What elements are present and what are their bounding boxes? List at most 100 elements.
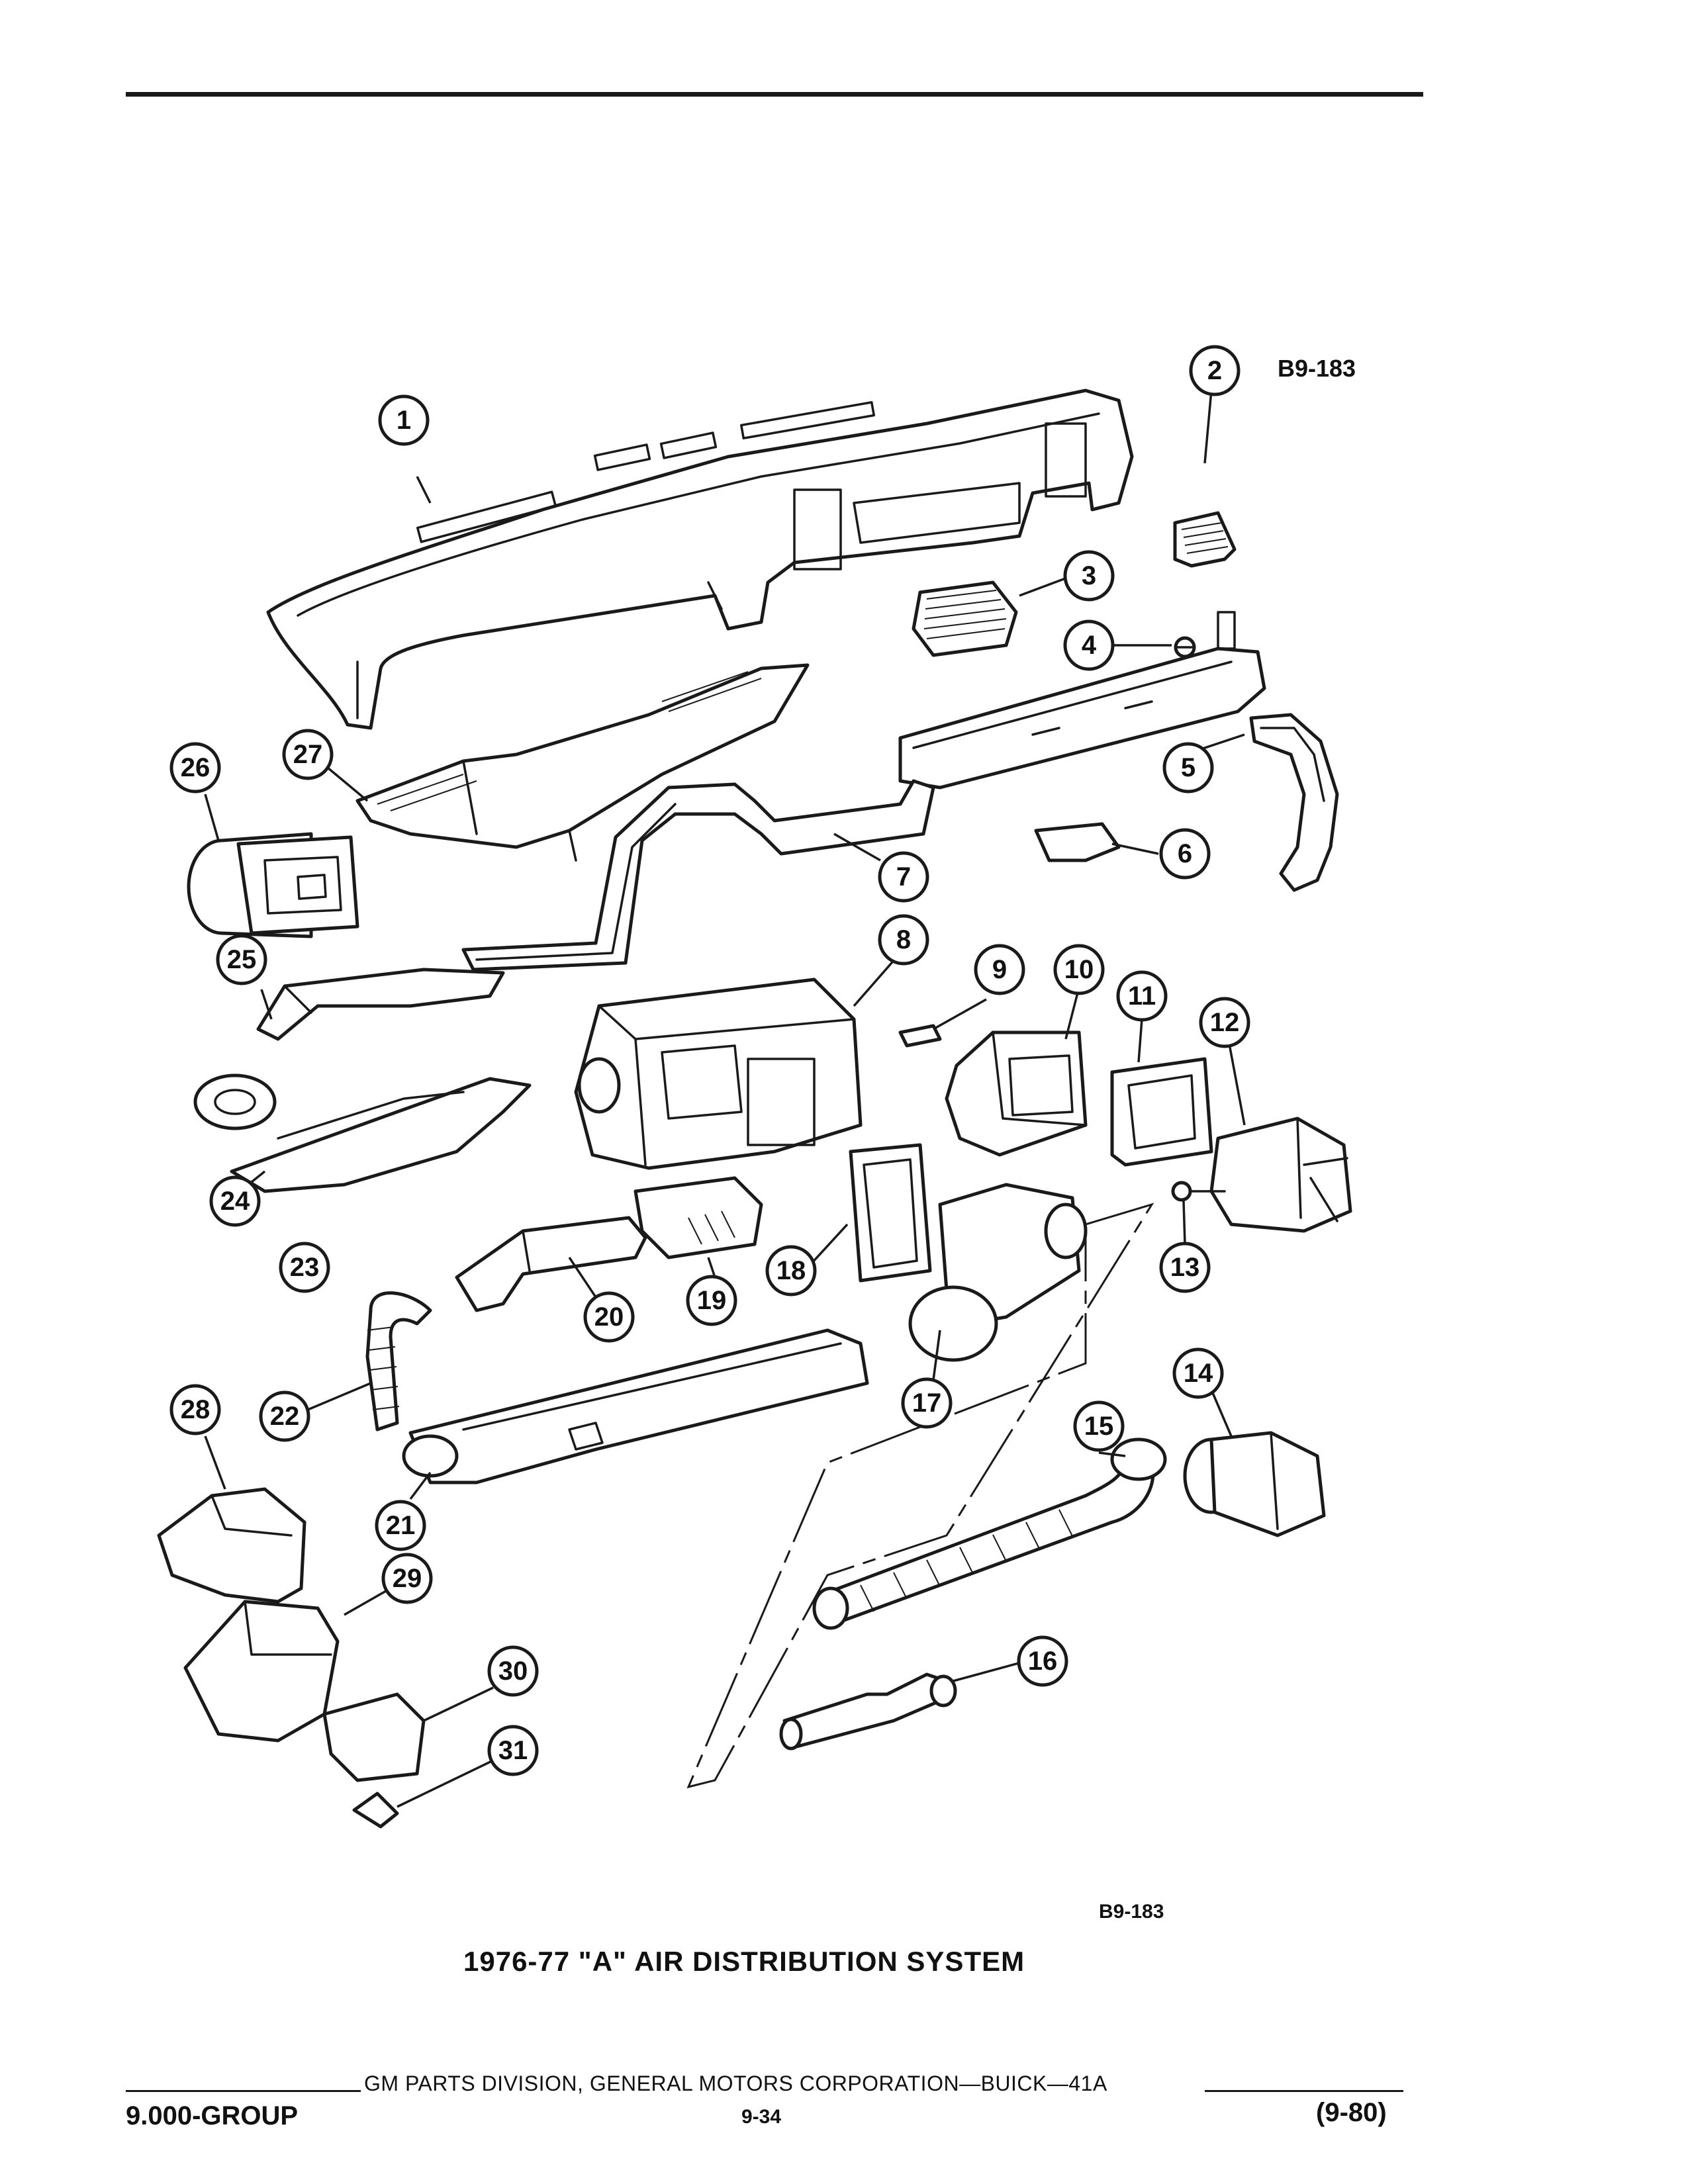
svg-text:2: 2 bbox=[1207, 356, 1222, 385]
callout-10: 10 bbox=[1053, 944, 1105, 995]
part-10-adapter bbox=[945, 1030, 1088, 1157]
callout-22: 22 bbox=[259, 1390, 310, 1442]
callout-13: 13 bbox=[1159, 1242, 1211, 1293]
callout-26: 26 bbox=[169, 742, 221, 794]
part-6-outlet-clip bbox=[1034, 822, 1121, 862]
footer-group: 9.000-GROUP bbox=[126, 2101, 299, 2130]
svg-text:31: 31 bbox=[498, 1736, 528, 1765]
callout-28: 28 bbox=[169, 1384, 221, 1435]
callout-24: 24 bbox=[209, 1175, 261, 1227]
leader-lines bbox=[204, 390, 1246, 1808]
callout-25: 25 bbox=[216, 934, 267, 985]
part-25-bracket bbox=[256, 968, 505, 1041]
svg-text:14: 14 bbox=[1184, 1359, 1213, 1388]
callout-29: 29 bbox=[381, 1553, 433, 1604]
callout-5: 5 bbox=[1162, 742, 1214, 794]
callout-30: 30 bbox=[487, 1645, 539, 1697]
svg-text:4: 4 bbox=[1082, 631, 1097, 660]
part-19-outlet bbox=[633, 1176, 763, 1259]
callout-17: 17 bbox=[901, 1377, 953, 1429]
part-5-side-duct bbox=[1249, 713, 1339, 892]
callout-2: 2 bbox=[1189, 345, 1241, 396]
callout-8: 8 bbox=[878, 914, 929, 966]
svg-text:10: 10 bbox=[1064, 955, 1094, 984]
footer-publisher-line: GM PARTS DIVISION, GENERAL MOTORS CORPOR… bbox=[364, 2071, 1107, 2095]
callout-3: 3 bbox=[1063, 550, 1115, 602]
part-11-seal bbox=[1110, 1057, 1213, 1167]
footer-rule-right bbox=[1205, 2090, 1403, 2092]
callout-16: 16 bbox=[1017, 1635, 1068, 1687]
part-22-flex-hose bbox=[365, 1291, 432, 1432]
callout-18: 18 bbox=[765, 1245, 817, 1297]
svg-text:22: 22 bbox=[270, 1402, 300, 1431]
part-1-instrument-panel-pad bbox=[266, 388, 1134, 730]
figure-reference-top: B9-183 bbox=[1278, 355, 1356, 382]
callout-21: 21 bbox=[375, 1500, 426, 1551]
svg-text:16: 16 bbox=[1028, 1647, 1058, 1676]
svg-text:3: 3 bbox=[1082, 561, 1096, 590]
part-9-temperature-valve bbox=[898, 1024, 942, 1048]
svg-text:28: 28 bbox=[181, 1395, 211, 1424]
callout-19: 19 bbox=[686, 1275, 737, 1326]
svg-text:30: 30 bbox=[498, 1657, 528, 1686]
footer-rule-left bbox=[126, 2090, 361, 2092]
svg-text:20: 20 bbox=[594, 1302, 624, 1332]
part-26-blower-motor bbox=[187, 832, 359, 938]
svg-text:25: 25 bbox=[227, 945, 257, 974]
part-20-outlet-duct bbox=[455, 1216, 647, 1312]
callout-20: 20 bbox=[583, 1291, 635, 1343]
part-13-screw bbox=[1171, 1181, 1226, 1202]
svg-text:27: 27 bbox=[293, 740, 323, 769]
part-29-outlet-housing bbox=[183, 1600, 340, 1743]
part-16-hose bbox=[779, 1672, 957, 1751]
part-27-defroster-duct bbox=[355, 663, 810, 862]
callout-1: 1 bbox=[378, 394, 430, 446]
callout-4: 4 bbox=[1063, 619, 1115, 671]
part-4-screw bbox=[1174, 636, 1196, 659]
callout-7: 7 bbox=[878, 851, 929, 903]
callout-6: 6 bbox=[1159, 828, 1211, 880]
part-15-flex-hose bbox=[812, 1437, 1167, 1630]
svg-text:11: 11 bbox=[1128, 981, 1156, 1011]
svg-text:1: 1 bbox=[397, 406, 411, 435]
part-31-clip bbox=[352, 1792, 399, 1829]
part-30-outlet bbox=[322, 1692, 426, 1782]
part-14-outlet-assembly bbox=[1183, 1431, 1326, 1537]
part-12-air-inlet-case bbox=[1209, 1116, 1352, 1233]
svg-text:19: 19 bbox=[697, 1286, 727, 1315]
callout-31: 31 bbox=[487, 1725, 539, 1776]
svg-text:13: 13 bbox=[1170, 1253, 1200, 1282]
footer-page-number: 9-34 bbox=[741, 2106, 782, 2128]
svg-text:24: 24 bbox=[220, 1187, 250, 1216]
callout-11: 11 bbox=[1116, 970, 1168, 1022]
figure-caption: 1976-77 "A" AIR DISTRIBUTION SYSTEM bbox=[463, 1946, 1025, 1977]
callout-14: 14 bbox=[1172, 1347, 1224, 1399]
callout-9: 9 bbox=[974, 944, 1025, 995]
svg-text:29: 29 bbox=[393, 1564, 422, 1593]
callout-27: 27 bbox=[282, 729, 334, 780]
part-7-lower-frame bbox=[461, 779, 935, 972]
part-24-seal bbox=[193, 1073, 277, 1130]
svg-text:15: 15 bbox=[1084, 1412, 1114, 1441]
svg-text:23: 23 bbox=[290, 1253, 320, 1282]
svg-text:6: 6 bbox=[1178, 839, 1192, 868]
svg-text:21: 21 bbox=[386, 1511, 416, 1540]
part-8-heater-core-case bbox=[574, 978, 863, 1170]
callout-15: 15 bbox=[1073, 1400, 1125, 1452]
svg-text:8: 8 bbox=[896, 925, 911, 954]
figure-reference-bottom: B9-183 bbox=[1099, 1901, 1164, 1923]
part-3-center-outlet bbox=[912, 580, 1018, 657]
part-18-gasket bbox=[849, 1143, 932, 1283]
svg-text:12: 12 bbox=[1210, 1008, 1240, 1037]
svg-text:18: 18 bbox=[776, 1256, 806, 1285]
part-lower-panel-carrier bbox=[898, 611, 1266, 790]
part-2-side-outlet bbox=[1173, 511, 1237, 568]
svg-text:17: 17 bbox=[912, 1388, 942, 1418]
guide-lines bbox=[686, 1203, 1154, 1789]
part-23-floor-duct bbox=[230, 1077, 532, 1193]
part-28-bracket bbox=[157, 1487, 306, 1604]
svg-text:5: 5 bbox=[1181, 753, 1196, 782]
callout-12: 12 bbox=[1199, 997, 1250, 1048]
header-rule bbox=[126, 92, 1423, 97]
